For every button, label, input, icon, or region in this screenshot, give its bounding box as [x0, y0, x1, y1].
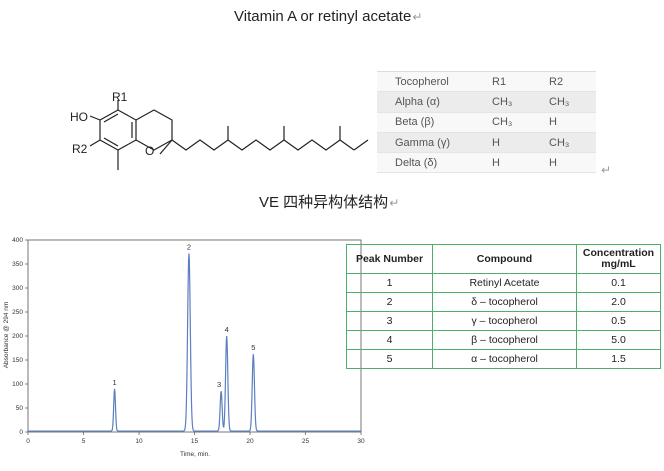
- mid-heading-text: VE 四种异构体结构: [259, 194, 389, 211]
- table-header-row: Peak Number Compound Concentration mg/mL: [346, 244, 661, 274]
- table-cell: δ – tocopherol: [432, 292, 577, 312]
- x-tick-label: 10: [135, 438, 143, 445]
- table-row: 2 δ – tocopherol 2.0: [346, 292, 661, 312]
- table-header-row: Tocopherol R1 R2: [377, 70, 596, 93]
- x-tick-label: 25: [302, 438, 310, 445]
- chromatogram-trace: [28, 253, 361, 432]
- table-header-cell: Tocopherol: [377, 70, 480, 93]
- table-cell: CH₃: [537, 91, 596, 113]
- y-tick-label: 200: [12, 333, 23, 340]
- table-cell: 2: [346, 292, 433, 312]
- x-tick-label: 20: [246, 438, 254, 445]
- table-header-cell: Peak Number: [346, 244, 433, 274]
- mid-heading: VE 四种异构体结构↵: [259, 191, 399, 212]
- table-cell: Beta (β): [377, 112, 480, 133]
- peak-label: 5: [251, 343, 255, 352]
- table-row: 1 Retinyl Acetate 0.1: [346, 273, 661, 293]
- peak-concentration-table: Peak Number Compound Concentration mg/mL…: [346, 244, 661, 369]
- peak-label: 1: [112, 378, 116, 387]
- y-tick-label: 0: [19, 429, 23, 436]
- r1-label: R1: [112, 90, 128, 104]
- y-tick-label: 350: [12, 261, 23, 268]
- table-header-cell: R1: [480, 70, 537, 93]
- peak-label: 3: [217, 380, 221, 389]
- table-cell: 3: [346, 311, 433, 331]
- table-cell: 5.0: [576, 330, 661, 350]
- y-tick-label: 100: [12, 381, 23, 388]
- ring-oxygen-label: O: [145, 144, 154, 158]
- peak-label: 2: [187, 242, 191, 251]
- y-tick-label: 150: [12, 357, 23, 364]
- table-cell: Delta (δ): [377, 152, 480, 174]
- table-header-cell: R2: [537, 70, 596, 93]
- return-mark: ↵: [389, 196, 400, 210]
- table-cell: α – tocopherol: [432, 349, 577, 369]
- table-row: Delta (δ) H H: [377, 152, 596, 174]
- table-cell: H: [480, 132, 537, 154]
- y-tick-label: 50: [16, 405, 24, 412]
- top-heading-text: Vitamin A or retinyl acetate: [234, 8, 412, 25]
- table-cell: 0.1: [576, 273, 661, 293]
- tocopherol-structure-diagram: R1 HO R2 O: [70, 90, 369, 170]
- table-cell: 0.5: [576, 311, 661, 331]
- table-cell: CH₃: [480, 112, 537, 133]
- table-cell: H: [537, 112, 596, 133]
- x-tick-label: 0: [26, 438, 30, 445]
- table-row: Alpha (α) CH₃ CH₃: [377, 91, 596, 113]
- table-cell: 1: [346, 273, 433, 293]
- table-cell: CH₃: [537, 132, 596, 154]
- table-header-cell: Compound: [432, 244, 577, 274]
- y-tick-label: 400: [12, 237, 23, 244]
- x-tick-label: 15: [191, 438, 199, 445]
- tocopherol-substituent-table: Tocopherol R1 R2 Alpha (α) CH₃ CH₃ Beta …: [377, 70, 596, 174]
- y-axis-label: Absorbance @ 294 nm: [3, 302, 10, 369]
- table-cell: Gamma (γ): [377, 132, 480, 154]
- table-cell: Retinyl Acetate: [432, 273, 577, 293]
- table-cell: Alpha (α): [377, 91, 480, 113]
- table-row: Gamma (γ) H CH₃: [377, 132, 596, 154]
- x-tick-label: 5: [82, 438, 86, 445]
- table-row: 5 α – tocopherol 1.5: [346, 349, 661, 369]
- table-cell: 5: [346, 349, 433, 369]
- table-cell: H: [537, 152, 596, 174]
- y-tick-label: 250: [12, 309, 23, 316]
- return-mark: ↵: [412, 10, 423, 24]
- plot-frame: [27, 239, 362, 433]
- table-header-cell: Concentration mg/mL: [576, 244, 661, 274]
- table-cell: H: [480, 152, 537, 174]
- r2-label: R2: [72, 142, 88, 156]
- ho-label: HO: [70, 110, 88, 124]
- table-cell: β – tocopherol: [432, 330, 577, 350]
- table-cell: 4: [346, 330, 433, 350]
- top-heading: Vitamin A or retinyl acetate↵: [234, 8, 422, 25]
- x-tick-label: 30: [357, 438, 365, 445]
- table-cell: CH₃: [480, 91, 537, 113]
- table-row: Beta (β) CH₃ H: [377, 112, 596, 133]
- x-axis-label: Time, min.: [180, 451, 210, 458]
- table-row: 3 γ – tocopherol 0.5: [346, 311, 661, 331]
- table-cell: 2.0: [576, 292, 661, 312]
- y-tick-label: 300: [12, 285, 23, 292]
- peak-label: 4: [225, 325, 229, 334]
- table-cell: 1.5: [576, 349, 661, 369]
- table-cell: γ – tocopherol: [432, 311, 577, 331]
- table-return-mark: ↵: [601, 163, 612, 177]
- table-row: 4 β – tocopherol 5.0: [346, 330, 661, 350]
